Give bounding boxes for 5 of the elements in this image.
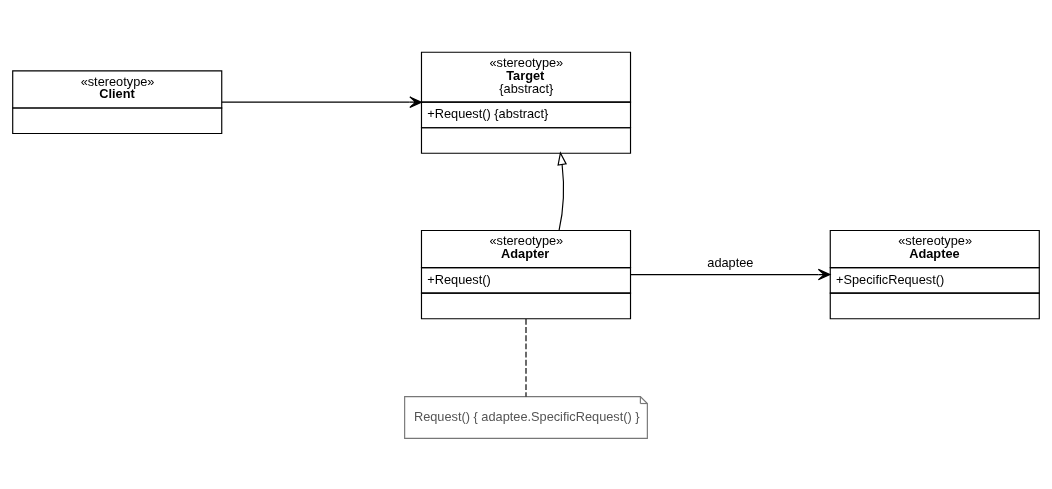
connector (525, 318, 527, 397)
arrow (557, 150, 567, 231)
arrow (221, 95, 422, 108)
edge-label: adaptee (707, 254, 754, 270)
arrow (630, 268, 831, 280)
